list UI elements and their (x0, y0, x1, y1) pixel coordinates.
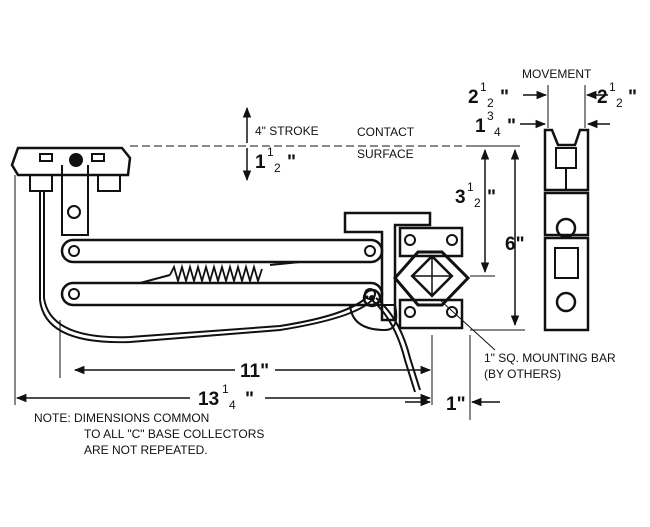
svg-text:": " (507, 116, 516, 137)
lead-cable (39, 190, 421, 393)
collector-shoe (10, 146, 132, 236)
dim-height-upper: 3 1 2 " (455, 180, 496, 210)
svg-text:1: 1 (480, 80, 487, 94)
stroke-label: 4" STROKE (255, 124, 319, 138)
dim-bar-width: 1" (446, 394, 466, 415)
svg-text:1: 1 (222, 382, 229, 396)
svg-text:2: 2 (616, 96, 623, 110)
mounting-clamp (393, 226, 471, 330)
svg-text:": " (487, 187, 496, 208)
svg-text:1: 1 (255, 152, 266, 173)
dim-offset: 1 3 4 " (475, 109, 516, 139)
svg-text:1: 1 (267, 145, 274, 159)
dim-movement-right: 2 1 2 " (597, 80, 637, 110)
svg-text:1: 1 (475, 116, 486, 137)
svg-text:2: 2 (487, 96, 494, 110)
dim-length-arm: 11" (240, 361, 269, 382)
svg-text:": " (287, 152, 296, 173)
svg-text:2: 2 (474, 196, 481, 210)
svg-text:": " (245, 389, 254, 410)
movement-label: MOVEMENT (522, 67, 592, 81)
svg-text:1: 1 (609, 80, 616, 94)
dim-height-total: 6" (505, 234, 525, 255)
mounting-bar-label-1: 1" SQ. MOUNTING BAR (484, 351, 616, 365)
dim-stroke-half: 1 1 2 " (255, 145, 296, 175)
upper-arm (60, 238, 384, 264)
svg-text:": " (500, 87, 509, 108)
svg-text:2: 2 (468, 87, 479, 108)
svg-text:3: 3 (455, 187, 466, 208)
svg-text:2: 2 (597, 87, 608, 108)
note-line-2: TO ALL "C" BASE COLLECTORS (84, 427, 264, 441)
svg-text:13: 13 (198, 389, 219, 410)
contact-surface-label-1: CONTACT (357, 125, 415, 139)
note-line-3: ARE NOT REPEATED. (84, 443, 208, 457)
dimension-lines (14, 85, 610, 420)
svg-text:3: 3 (487, 109, 494, 123)
base-bracket (343, 211, 432, 332)
svg-text:4: 4 (229, 398, 236, 412)
svg-text:4: 4 (494, 125, 501, 139)
svg-text:": " (628, 87, 637, 108)
note-line-1: NOTE: DIMENSIONS COMMON (34, 411, 209, 425)
mounting-bar-label-2: (BY OTHERS) (484, 367, 561, 381)
dim-length-overall: 13 1 4 " (198, 382, 254, 412)
lower-arm (60, 281, 384, 307)
dim-movement-left: 2 1 2 " (468, 80, 509, 110)
svg-text:2: 2 (274, 161, 281, 175)
svg-text:1: 1 (467, 180, 474, 194)
contact-surface-label-2: SURFACE (357, 147, 414, 161)
tension-spring (139, 261, 301, 285)
side-view (543, 128, 590, 332)
